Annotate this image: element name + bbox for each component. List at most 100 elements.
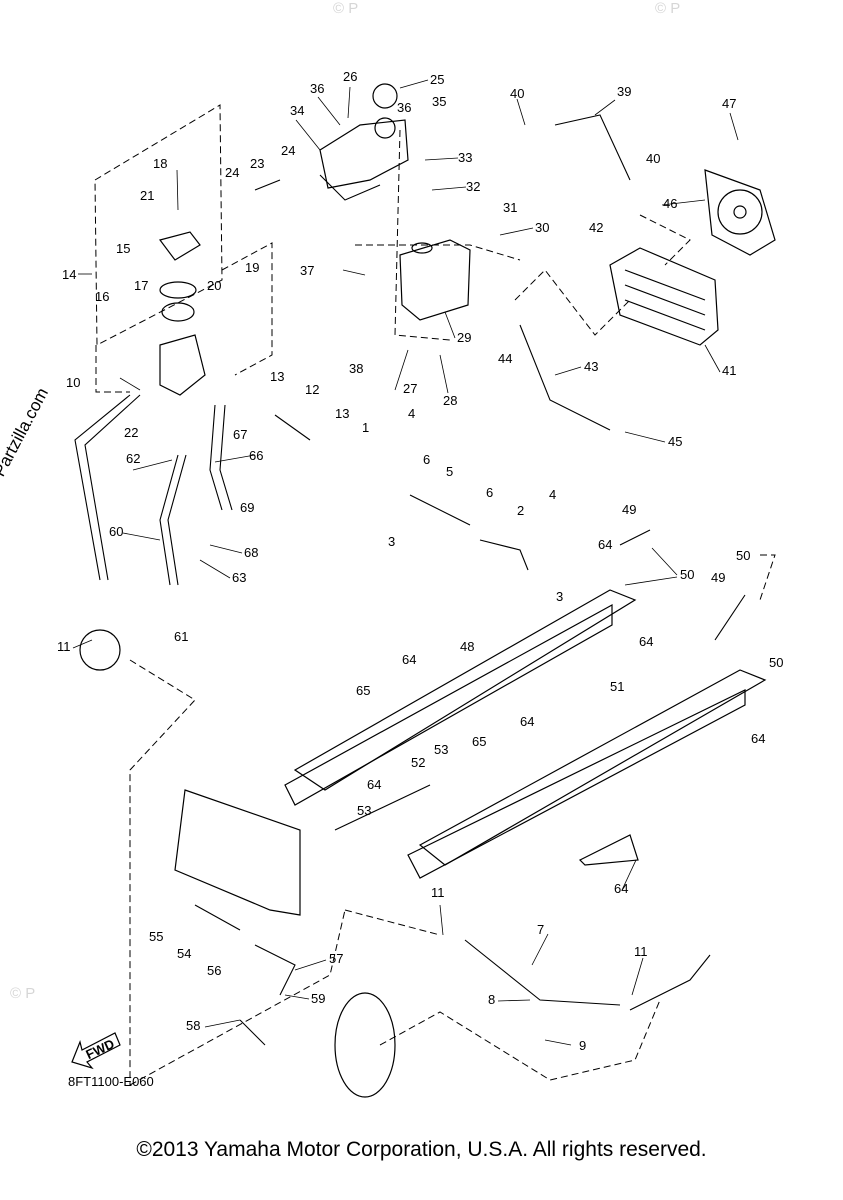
radiator-fan xyxy=(704,169,776,256)
callout-16: 16 xyxy=(95,289,109,304)
callout-36: 36 xyxy=(397,100,411,115)
callout-48: 48 xyxy=(460,639,474,654)
callout-19: 19 xyxy=(245,260,259,275)
parts-diagram: FWD 1 2 3 3 4 4 5 6 6 7 8 9 10 11 11 11 … xyxy=(57,69,783,1098)
diagram-code: 8FT1100-E060 xyxy=(68,1074,154,1089)
callout-11: 11 xyxy=(57,639,71,654)
radiator xyxy=(609,247,719,346)
callout-39: 39 xyxy=(617,84,631,99)
callout-13: 13 xyxy=(270,369,284,384)
callout-4: 4 xyxy=(549,487,556,502)
callout-12: 12 xyxy=(305,382,319,397)
callout-42: 42 xyxy=(589,220,603,235)
copyright-notice: ©2013 Yamaha Motor Corporation, U.S.A. A… xyxy=(136,1138,707,1161)
callout-35: 35 xyxy=(432,94,446,109)
callout-11: 11 xyxy=(431,885,445,900)
callout-50: 50 xyxy=(736,548,750,563)
callout-64: 64 xyxy=(402,652,416,667)
callout-67: 67 xyxy=(233,427,247,442)
callout-50: 50 xyxy=(769,655,783,670)
callout-65: 65 xyxy=(472,734,486,749)
callout-41: 41 xyxy=(722,363,736,378)
callout-14: 14 xyxy=(62,267,76,282)
callout-2: 2 xyxy=(517,503,524,518)
callout-34: 34 xyxy=(290,103,304,118)
rear-bracket xyxy=(174,789,639,916)
callout-22: 22 xyxy=(124,425,138,440)
callout-53: 53 xyxy=(434,742,448,757)
callout-50: 50 xyxy=(680,567,694,582)
callout-27: 27 xyxy=(403,381,417,396)
callout-10: 10 xyxy=(66,375,80,390)
callout-45: 45 xyxy=(668,434,682,449)
callout-63: 63 xyxy=(232,570,246,585)
callout-58: 58 xyxy=(186,1018,200,1033)
callout-64: 64 xyxy=(614,881,628,896)
heat-exchanger-rail-rear xyxy=(407,669,767,879)
watermark: © P xyxy=(333,0,359,17)
callout-44: 44 xyxy=(498,351,512,366)
callout-43: 43 xyxy=(584,359,598,374)
callout-33: 33 xyxy=(458,150,472,165)
callout-11: 11 xyxy=(634,944,648,959)
callout-24: 24 xyxy=(225,165,239,180)
callout-53: 53 xyxy=(357,803,371,818)
callout-60: 60 xyxy=(109,524,123,539)
callout-26: 26 xyxy=(343,69,357,84)
callout-64: 64 xyxy=(520,714,534,729)
callout-40: 40 xyxy=(510,86,524,101)
callout-57: 57 xyxy=(329,951,343,966)
callout-64: 64 xyxy=(598,537,612,552)
callout-21: 21 xyxy=(140,188,154,203)
fwd-arrow: FWD xyxy=(71,1032,121,1070)
callout-61: 61 xyxy=(174,629,188,644)
callout-52: 52 xyxy=(411,755,425,770)
callout-65: 65 xyxy=(356,683,370,698)
callout-24: 24 xyxy=(281,143,295,158)
callout-31: 31 xyxy=(503,200,517,215)
callout-56: 56 xyxy=(207,963,221,978)
callout-28: 28 xyxy=(443,393,457,408)
callout-5: 5 xyxy=(446,464,453,479)
callout-4: 4 xyxy=(408,406,415,421)
callout-54: 54 xyxy=(177,946,191,961)
fwd-label: FWD xyxy=(83,1036,116,1062)
callout-8: 8 xyxy=(488,992,495,1007)
callout-49: 49 xyxy=(711,570,725,585)
callout-66: 66 xyxy=(249,448,263,463)
callout-38: 38 xyxy=(349,361,363,376)
callout-labels: 1 2 3 3 4 4 5 6 6 7 8 9 10 11 11 11 11 1… xyxy=(57,69,783,1053)
callout-49: 49 xyxy=(622,502,636,517)
callout-64: 64 xyxy=(751,731,765,746)
callout-1: 1 xyxy=(362,420,369,435)
leader-lines xyxy=(72,79,739,1046)
callout-36: 36 xyxy=(310,81,324,96)
callout-29: 29 xyxy=(457,330,471,345)
callout-23: 23 xyxy=(250,156,264,171)
heat-exchanger-rail-front xyxy=(284,589,637,806)
callout-47: 47 xyxy=(722,96,736,111)
callout-13: 13 xyxy=(335,406,349,421)
coolant-reservoir xyxy=(319,83,409,189)
callout-64: 64 xyxy=(367,777,381,792)
callout-51: 51 xyxy=(610,679,624,694)
water-pump-cover xyxy=(79,629,396,1098)
watermark: © P xyxy=(10,985,36,1002)
callout-37: 37 xyxy=(300,263,314,278)
callout-6: 6 xyxy=(486,485,493,500)
callout-3: 3 xyxy=(556,589,563,604)
callout-30: 30 xyxy=(535,220,549,235)
callout-55: 55 xyxy=(149,929,163,944)
callout-64: 64 xyxy=(639,634,653,649)
callout-46: 46 xyxy=(663,196,677,211)
callout-62: 62 xyxy=(126,451,140,466)
callout-6: 6 xyxy=(423,452,430,467)
callout-68: 68 xyxy=(244,545,258,560)
callout-25: 25 xyxy=(430,72,444,87)
callout-69: 69 xyxy=(240,500,254,515)
callout-9: 9 xyxy=(579,1038,586,1053)
coolant-tank xyxy=(399,239,471,321)
callout-7: 7 xyxy=(537,922,544,937)
hoses xyxy=(74,114,746,1046)
callout-17: 17 xyxy=(134,278,148,293)
